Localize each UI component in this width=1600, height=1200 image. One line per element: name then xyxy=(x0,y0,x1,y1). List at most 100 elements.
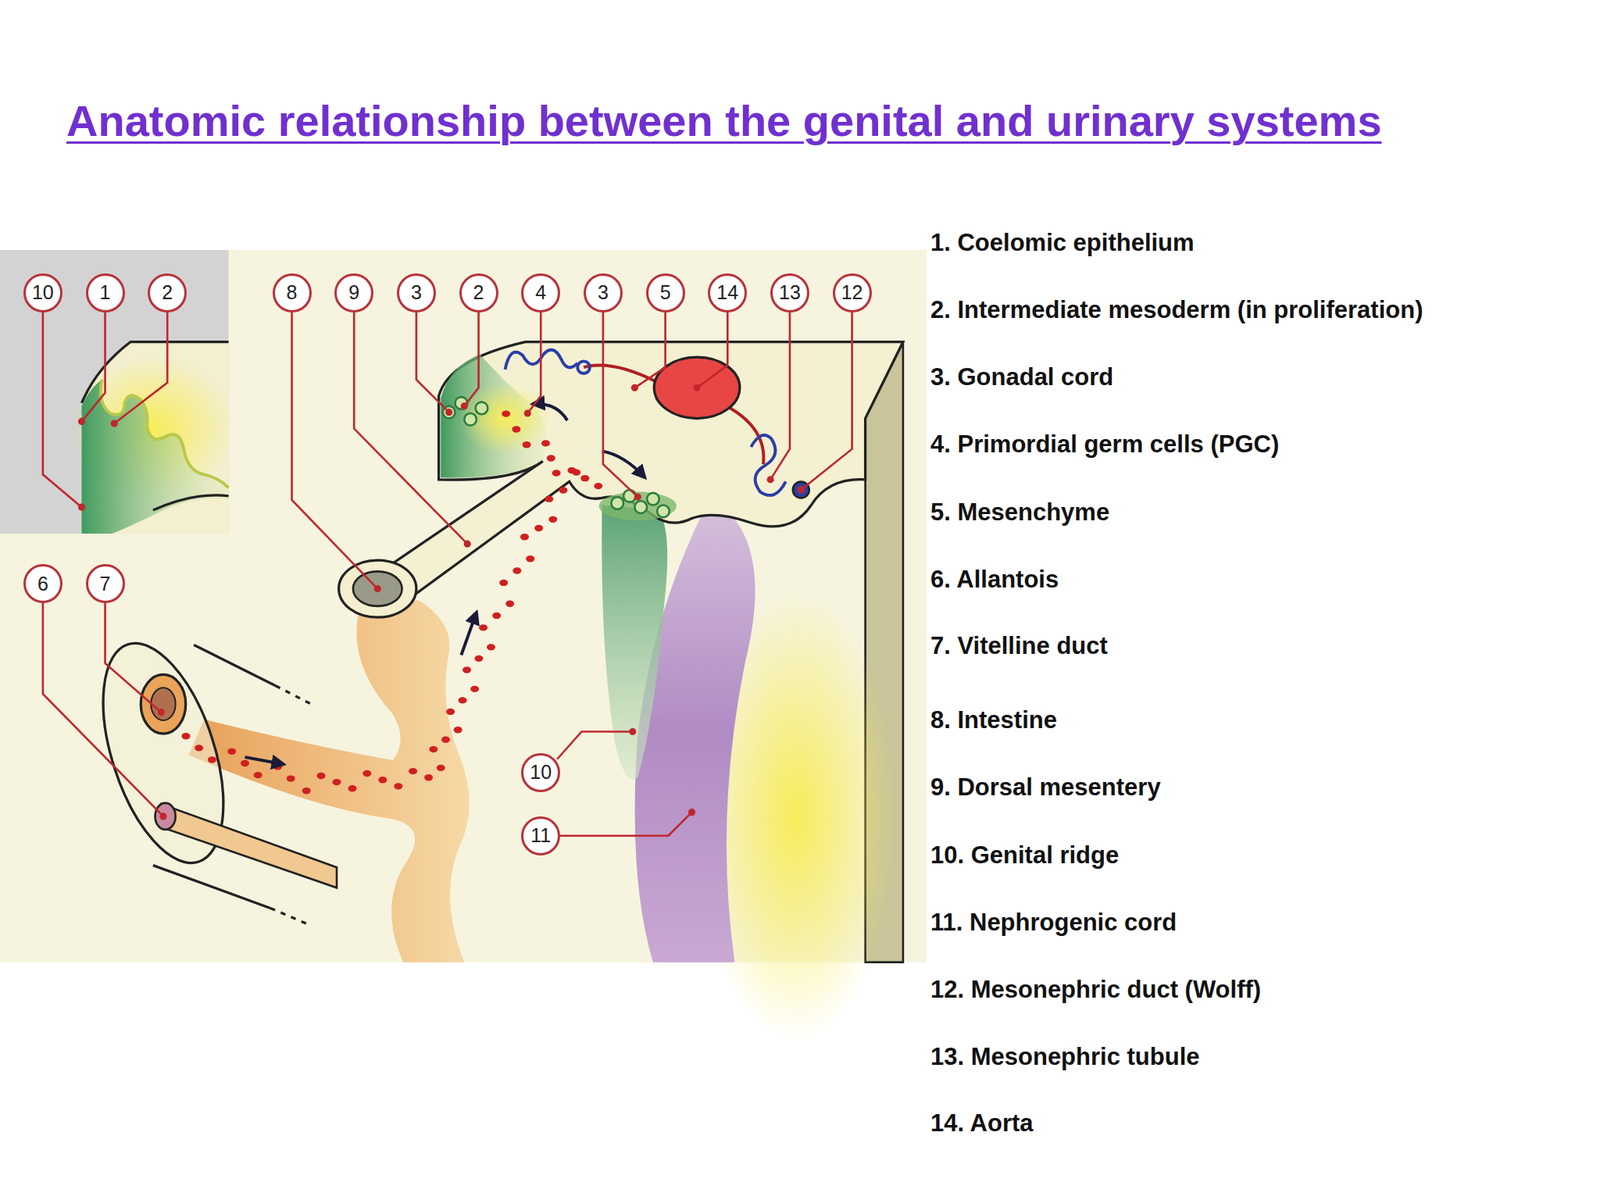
callout-circle: 2 xyxy=(459,273,499,313)
ridge-epithelium xyxy=(599,492,677,522)
germ-cell xyxy=(593,482,603,490)
hindgut xyxy=(189,600,470,963)
germ-cell xyxy=(492,612,501,619)
key-entry: 6. Allantois xyxy=(930,564,1059,596)
germ-cell xyxy=(558,486,568,493)
leader-dot xyxy=(693,384,701,392)
germ-cell xyxy=(505,600,515,608)
gonadal-cord xyxy=(455,396,468,410)
germ-cell xyxy=(453,726,463,733)
germ-cell xyxy=(362,770,372,777)
callout-number: 3 xyxy=(410,282,422,303)
germ-cell xyxy=(436,764,446,772)
leader-dot xyxy=(157,708,165,716)
leader-dot xyxy=(159,812,167,820)
leader-dot xyxy=(110,419,118,427)
leader-line xyxy=(527,312,541,414)
germ-cell xyxy=(332,778,342,786)
key-entry: 9. Dorsal mesentery xyxy=(930,771,1161,804)
germ-cell xyxy=(317,772,326,779)
germ-cell xyxy=(408,767,418,775)
callout-circle: 3 xyxy=(583,273,623,313)
germ-cell xyxy=(525,555,535,562)
callout-number: 9 xyxy=(348,282,360,303)
leader-line xyxy=(603,312,638,497)
callout-circle: 14 xyxy=(707,273,747,313)
callout-circle: 10 xyxy=(23,273,63,313)
key-entry: 2. Intermediate mesoderm (in proliferati… xyxy=(930,294,1423,326)
leader-dot xyxy=(628,728,636,736)
callout-number: 2 xyxy=(473,282,485,303)
arrow xyxy=(602,450,646,478)
callout-number: 1 xyxy=(100,282,111,303)
leader-dot xyxy=(524,409,532,417)
germ-cell xyxy=(253,771,263,779)
germ-cell xyxy=(541,439,550,447)
callout-number: 14 xyxy=(716,282,739,303)
germ-cell xyxy=(486,643,496,650)
germ-cell xyxy=(393,782,403,790)
germ-cell xyxy=(501,410,511,417)
germ-cell xyxy=(580,475,590,482)
germ-cell xyxy=(462,666,472,673)
leader-line xyxy=(42,603,164,817)
leader-dot xyxy=(767,475,775,483)
leader-dot xyxy=(78,417,86,425)
germ-cell xyxy=(478,624,488,631)
gonadal-cord xyxy=(464,413,477,426)
leader-line xyxy=(464,312,479,407)
callout-circle: 3 xyxy=(396,273,436,313)
germ-cell xyxy=(348,785,358,792)
arrow xyxy=(244,757,284,765)
arrow xyxy=(532,403,568,421)
key-entry: 5. Mesenchyme xyxy=(930,496,1110,529)
leader-dot xyxy=(797,485,805,493)
key-entry: 8. Intestine xyxy=(930,704,1058,736)
callout-circle: 11 xyxy=(521,816,561,856)
callout-number: 5 xyxy=(660,282,672,303)
vitelline-duct xyxy=(140,674,186,734)
germ-cell xyxy=(470,685,479,693)
germ-cell xyxy=(534,525,543,532)
callout-number: 11 xyxy=(530,825,551,846)
callout-circle: 7 xyxy=(85,564,125,604)
leader-dot xyxy=(78,503,86,511)
inset-outline xyxy=(153,495,229,511)
germ-cell xyxy=(424,774,433,781)
germ-cell xyxy=(512,567,522,574)
leader-line xyxy=(416,312,450,413)
gonadal-cord xyxy=(610,496,624,510)
leader-dot xyxy=(634,493,642,501)
callout-circle: 9 xyxy=(334,273,374,313)
leader-line xyxy=(634,312,665,389)
leader-lines xyxy=(42,312,853,836)
gonadal-cord xyxy=(623,489,636,503)
germ-cell xyxy=(567,467,576,474)
germ-cell xyxy=(446,708,455,715)
callout-circle: 1 xyxy=(85,273,125,313)
callout-circle: 4 xyxy=(521,273,561,313)
gonadal-cord xyxy=(475,402,489,415)
gonadal-cords xyxy=(442,396,670,518)
callout-number: 3 xyxy=(597,282,609,303)
callout-number: 2 xyxy=(161,282,173,303)
leader-dot xyxy=(688,808,696,816)
germ-cell xyxy=(511,425,521,433)
germ-cell xyxy=(474,655,483,662)
leader-line xyxy=(557,731,633,759)
gonadal-cord xyxy=(646,492,660,506)
gonadal-cord xyxy=(657,505,670,518)
key-entry: 11. Nephrogenic cord xyxy=(930,907,1177,939)
germ-cell xyxy=(207,756,217,763)
inset-epithelium xyxy=(81,379,229,534)
callout-circle: 8 xyxy=(272,273,312,313)
callout-circle: 10 xyxy=(521,753,561,793)
callout-number: 4 xyxy=(535,282,547,303)
intestine xyxy=(339,560,417,618)
germ-cell xyxy=(499,579,508,586)
germ-cell xyxy=(227,748,236,755)
tube-outline xyxy=(193,644,275,686)
leader-line xyxy=(292,312,379,590)
